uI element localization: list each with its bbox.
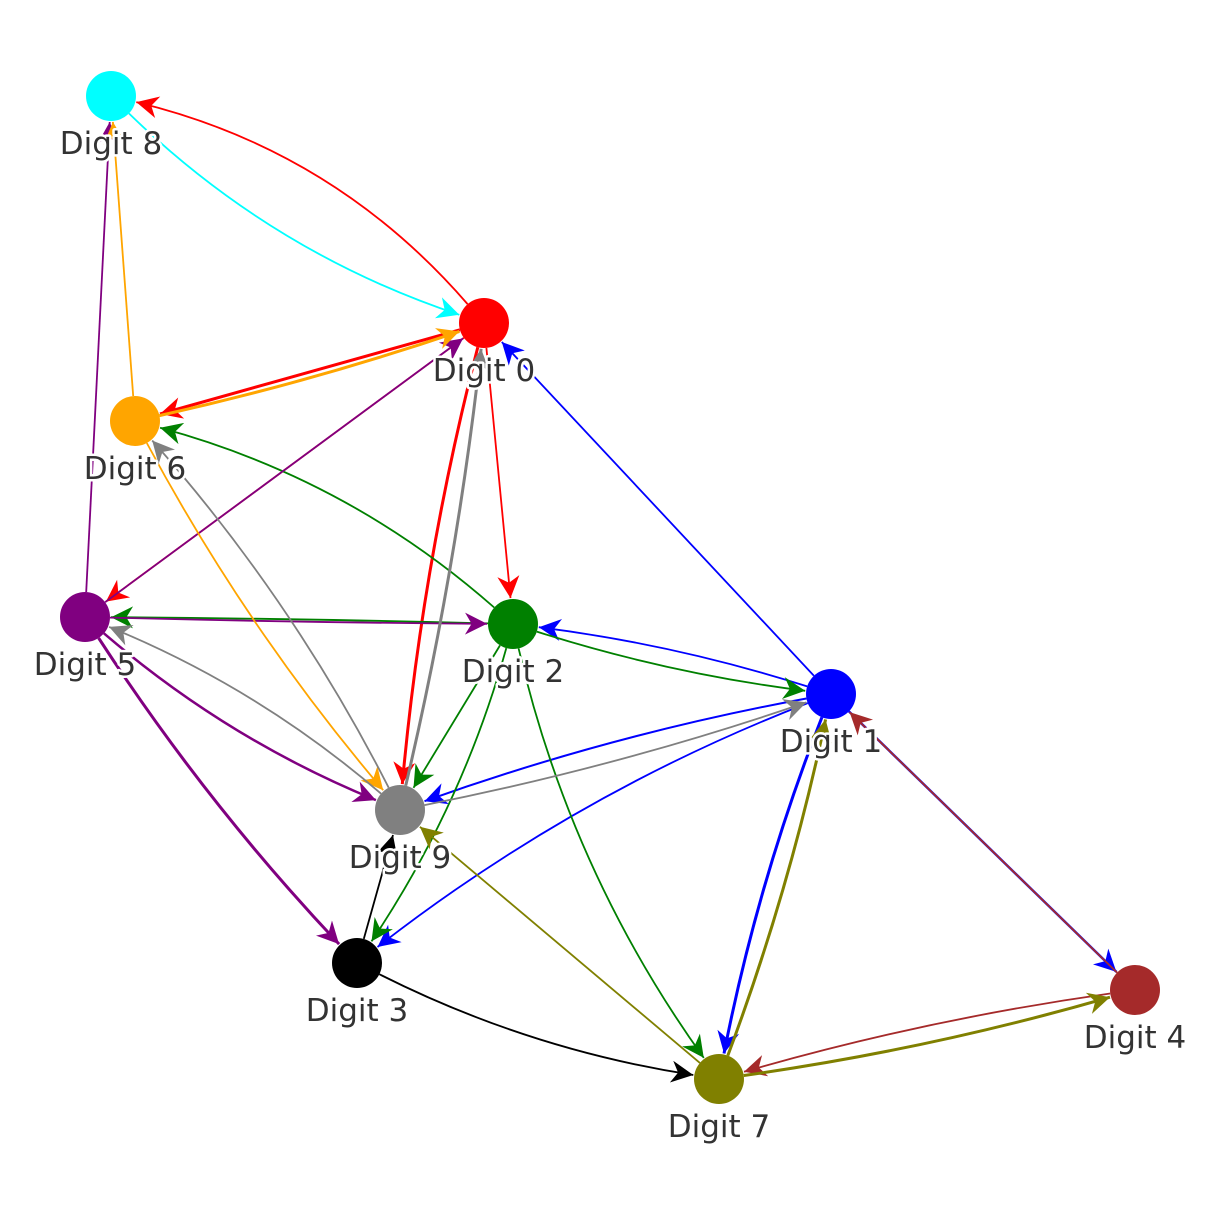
node-digit-6-circle [110,396,160,446]
node-digit-9-label: Digit 9 [349,840,452,876]
edge-digit-0-to-digit-6 [159,328,461,419]
node-digit-5: Digit 5 [31,592,139,686]
edge-digit-1-to-digit-9 [424,697,807,805]
node-digit-7-circle [694,1054,744,1104]
edge-digit-8-to-digit-0 [128,112,460,319]
edge-digit-7-to-digit-9 [419,826,701,1064]
node-digit-5-label: Digit 5 [34,647,137,683]
edge-digit-5-to-digit-3 [97,637,341,946]
edge-digit-5-to-digit-2 [109,612,488,635]
node-digit-7: Digit 7 [665,1054,773,1148]
edge-digit-1-to-digit-7 [717,716,824,1054]
edge-digit-4-to-digit-7 [743,992,1111,1077]
edge-digit-2-to-digit-6 [159,422,495,609]
edge-digit-5-to-digit-9 [103,632,377,802]
edges-layer [85,96,1118,1083]
edge-digit-9-to-digit-6 [151,439,390,789]
node-digit-7-label: Digit 7 [668,1109,771,1145]
edge-digit-4-to-digit-1 [848,711,1118,974]
edge-digit-6-to-digit-9 [146,442,384,791]
edge-digit-3-to-digit-7 [378,973,694,1083]
edge-digit-9-to-digit-1 [424,699,807,806]
edge-digit-2-to-digit-7 [517,648,705,1059]
node-digit-8: Digit 8 [57,71,165,165]
edge-digit-1-to-digit-3 [376,702,809,948]
node-digit-1-circle [806,669,856,719]
node-digit-4-circle [1110,965,1160,1015]
node-digit-9-circle [375,785,425,835]
node-digit-8-label: Digit 8 [60,126,163,162]
node-digit-1: Digit 1 [777,669,885,763]
node-digit-9: Digit 9 [346,785,454,879]
node-digit-2-label: Digit 2 [462,654,565,690]
edge-digit-7-to-digit-1 [726,719,832,1057]
edge-digit-1-to-digit-2 [538,619,808,688]
edge-digit-9-to-digit-0 [404,348,490,787]
node-digit-2: Digit 2 [459,599,567,693]
node-digit-6-label: Digit 6 [84,451,187,487]
edge-digit-5-to-digit-8 [85,121,120,593]
node-digit-4-label: Digit 4 [1084,1020,1187,1056]
nodes-layer: Digit 0 Digit 1 Digit 2 Digit 3 Digit 4 Digit… [31,71,1189,1148]
node-digit-2-circle [488,599,538,649]
edge-digit-2-to-digit-5 [110,606,489,629]
node-digit-3: Digit 3 [303,938,411,1032]
edge-digit-2-to-digit-9 [412,644,501,789]
node-digit-6: Digit 6 [81,396,189,490]
edge-digit-6-to-digit-8 [103,121,135,397]
edge-digit-3-to-digit-9 [362,834,398,940]
edge-digit-1-to-digit-0 [501,341,815,677]
edge-digit-5-to-digit-0 [104,337,464,603]
edge-digit-6-to-digit-0 [159,328,460,418]
node-digit-3-circle [332,938,382,988]
edge-digit-9-to-digit-5 [108,625,382,795]
node-digit-0-circle [459,298,509,348]
node-digit-4: Digit 4 [1081,965,1189,1059]
node-digit-8-circle [86,71,136,121]
node-digit-1-label: Digit 1 [780,724,883,760]
edge-digit-0-to-digit-9 [393,346,480,785]
edge-digit-0-to-digit-8 [136,96,469,305]
node-digit-0-label: Digit 0 [433,353,536,389]
node-digit-5-circle [60,592,110,642]
node-digit-0: Digit 0 [430,298,538,392]
edge-digit-2-to-digit-1 [536,630,806,699]
edge-digit-0-to-digit-2 [485,347,520,599]
edge-digit-7-to-digit-4 [743,992,1111,1077]
node-digit-3-label: Digit 3 [306,993,409,1029]
